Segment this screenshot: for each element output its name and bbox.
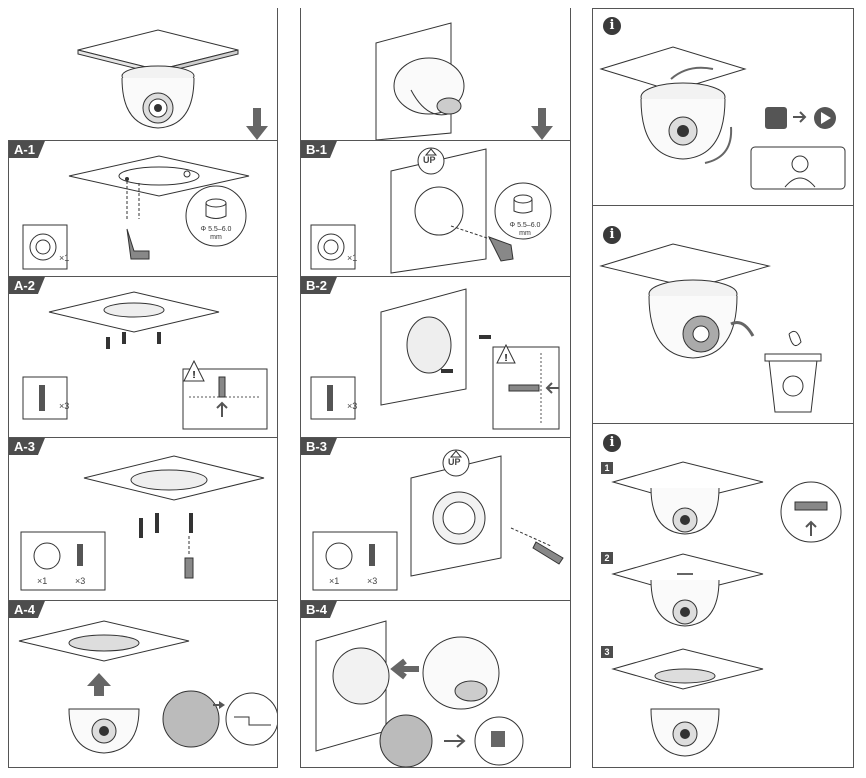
quantity-x3-b2: ×3 — [347, 401, 358, 411]
step-label-a1: A-1 — [9, 141, 45, 158]
substep-1: 1 — [601, 462, 613, 474]
svg-text:!: ! — [504, 353, 507, 364]
ceiling-dome-illustration — [77, 29, 239, 129]
panel-b3: B-3 UP ×1 ×3 — [300, 437, 571, 601]
step-label-a4: A-4 — [9, 601, 45, 618]
info-icon: i — [603, 17, 621, 35]
drill-wall-illustration: Φ 5.5–6.0 mm — [310, 147, 552, 274]
panel-a2: A-2 ! ×3 — [8, 276, 278, 438]
arrow-down-icon — [246, 108, 268, 140]
step-label-b3: B-3 — [301, 438, 337, 455]
quantity-x3: ×3 — [59, 401, 70, 411]
drill-unit-label-b: mm — [519, 230, 531, 237]
panel-info-2: i — [592, 205, 854, 424]
rotate-dome-illustration — [599, 46, 846, 190]
up-label-b1: UP — [423, 155, 436, 165]
quantity-x1-b3: ×1 — [329, 576, 340, 586]
drill-diameter-label: Φ 5.5–6.0 — [201, 226, 232, 233]
step-label-b2: B-2 — [301, 277, 337, 294]
mount-plate-screw-illustration — [20, 455, 265, 591]
info-icon: i — [603, 226, 621, 244]
panel-a-overview — [8, 8, 278, 141]
drill-ceiling-illustration: Φ 5.5–6.0 mm — [22, 155, 250, 270]
attach-dome-wall-illustration — [315, 620, 524, 767]
panel-b2: B-2 ! ×3 — [300, 276, 571, 438]
disassemble-dome-illustration — [611, 461, 842, 757]
svg-text:!: ! — [192, 370, 195, 381]
attach-dome-illustration — [18, 620, 277, 754]
anchor-insert-illustration: ! — [22, 291, 268, 430]
step-label-b4: B-4 — [301, 601, 337, 618]
anchor-wall-illustration: ! — [310, 288, 560, 430]
quantity-x1-b1: ×1 — [347, 253, 358, 263]
step-label-b1: B-1 — [301, 141, 337, 158]
up-label-b3: UP — [448, 457, 461, 467]
quantity-x3-b3: ×3 — [367, 576, 378, 586]
panel-a4: A-4 — [8, 600, 278, 768]
panel-b4: B-4 — [300, 600, 571, 768]
remove-film-illustration — [599, 243, 822, 413]
panel-info-1: i — [592, 8, 854, 206]
panel-info-3: i 1 2 3 — [592, 423, 854, 768]
drill-diameter-label-b: Φ 5.5–6.0 — [510, 222, 541, 229]
wall-dome-illustration — [375, 22, 553, 140]
info-icon: i — [603, 434, 621, 452]
substep-2: 2 — [601, 552, 613, 564]
arrow-down-icon-b — [531, 108, 553, 140]
mount-plate-wall-illustration — [312, 449, 564, 591]
drill-unit-label: mm — [210, 234, 222, 241]
quantity-x1: ×1 — [59, 253, 70, 263]
step-label-a3: A-3 — [9, 438, 45, 455]
quantity-x3-a3: ×3 — [75, 576, 86, 586]
step-label-a2: A-2 — [9, 277, 45, 294]
quantity-x1-a3: ×1 — [37, 576, 48, 586]
panel-b1: B-1 Φ 5.5–6.0 mm UP ×1 — [300, 140, 571, 277]
panel-a3: A-3 ×1 ×3 — [8, 437, 278, 601]
panel-b-overview — [300, 8, 571, 141]
panel-a1: A-1 Φ 5.5–6.0 mm ×1 — [8, 140, 278, 277]
substep-3: 3 — [601, 646, 613, 658]
